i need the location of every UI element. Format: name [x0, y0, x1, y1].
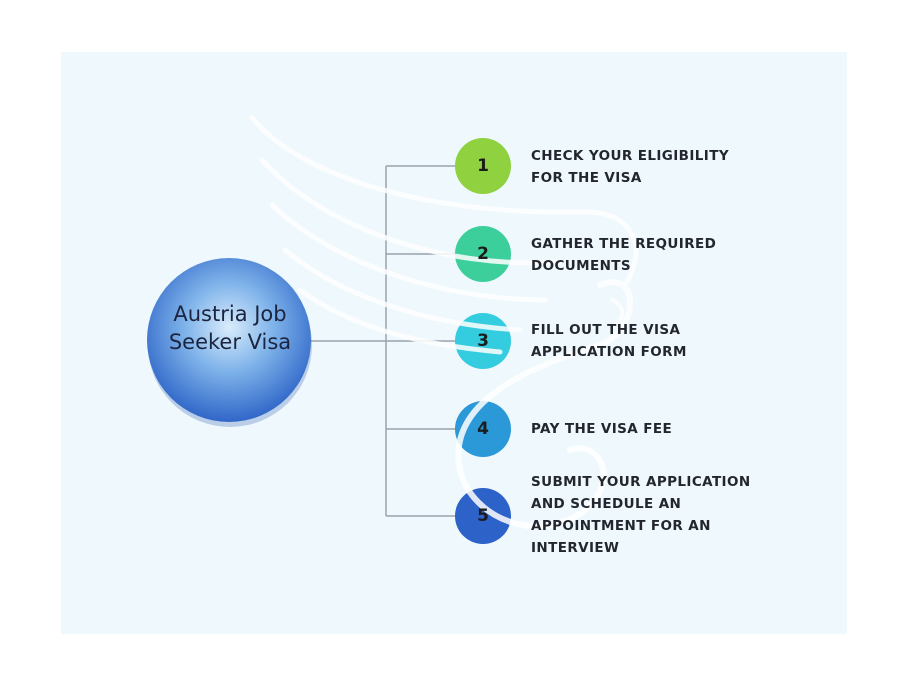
step-circle-5	[455, 488, 511, 544]
hub-circle	[147, 258, 311, 422]
step-text-3-line: APPLICATION FORM	[531, 344, 687, 360]
step-text-1-line: FOR THE VISA	[531, 170, 642, 186]
watermark-logo	[249, 115, 639, 530]
step-text-3: FILL OUT THE VISA APPLICATION FORM	[531, 319, 781, 363]
step-number-1: 1	[477, 156, 489, 176]
step-text-5-line: AND SCHEDULE AN	[531, 496, 682, 512]
step-text-2-line: DOCUMENTS	[531, 258, 632, 274]
step-text-1-line: CHECK YOUR ELIGIBILITY	[531, 148, 729, 164]
step-number-4: 4	[477, 419, 489, 439]
step-circle-1	[455, 138, 511, 194]
step-text-3-line: FILL OUT THE VISA	[531, 322, 681, 338]
step-text-5-line: APPOINTMENT FOR AN	[531, 518, 711, 534]
connector-lines	[310, 165, 456, 517]
step-text-2-line: GATHER THE REQUIRED	[531, 236, 717, 252]
step-number-5: 5	[477, 506, 489, 526]
step-text-4-line: PAY THE VISA FEE	[531, 421, 673, 437]
step-text-5: SUBMIT YOUR APPLICATION AND SCHEDULE AN …	[531, 471, 781, 559]
step-text-1: CHECK YOUR ELIGIBILITY FOR THE VISA	[531, 145, 781, 189]
step-circle-2	[455, 226, 511, 282]
step-number-2: 2	[477, 244, 489, 264]
hub-label-line-2: Seeker Visa	[168, 330, 292, 354]
step-text-4: PAY THE VISA FEE	[531, 418, 781, 440]
hub-label-line-1: Austria Job	[173, 302, 287, 326]
step-number-3: 3	[477, 331, 489, 351]
hub-label: Austria Job Seeker Visa	[138, 300, 322, 356]
step-text-5-line: INTERVIEW	[531, 540, 620, 556]
step-text-2: GATHER THE REQUIRED DOCUMENTS	[531, 233, 781, 277]
step-text-5-line: SUBMIT YOUR APPLICATION	[531, 474, 751, 490]
